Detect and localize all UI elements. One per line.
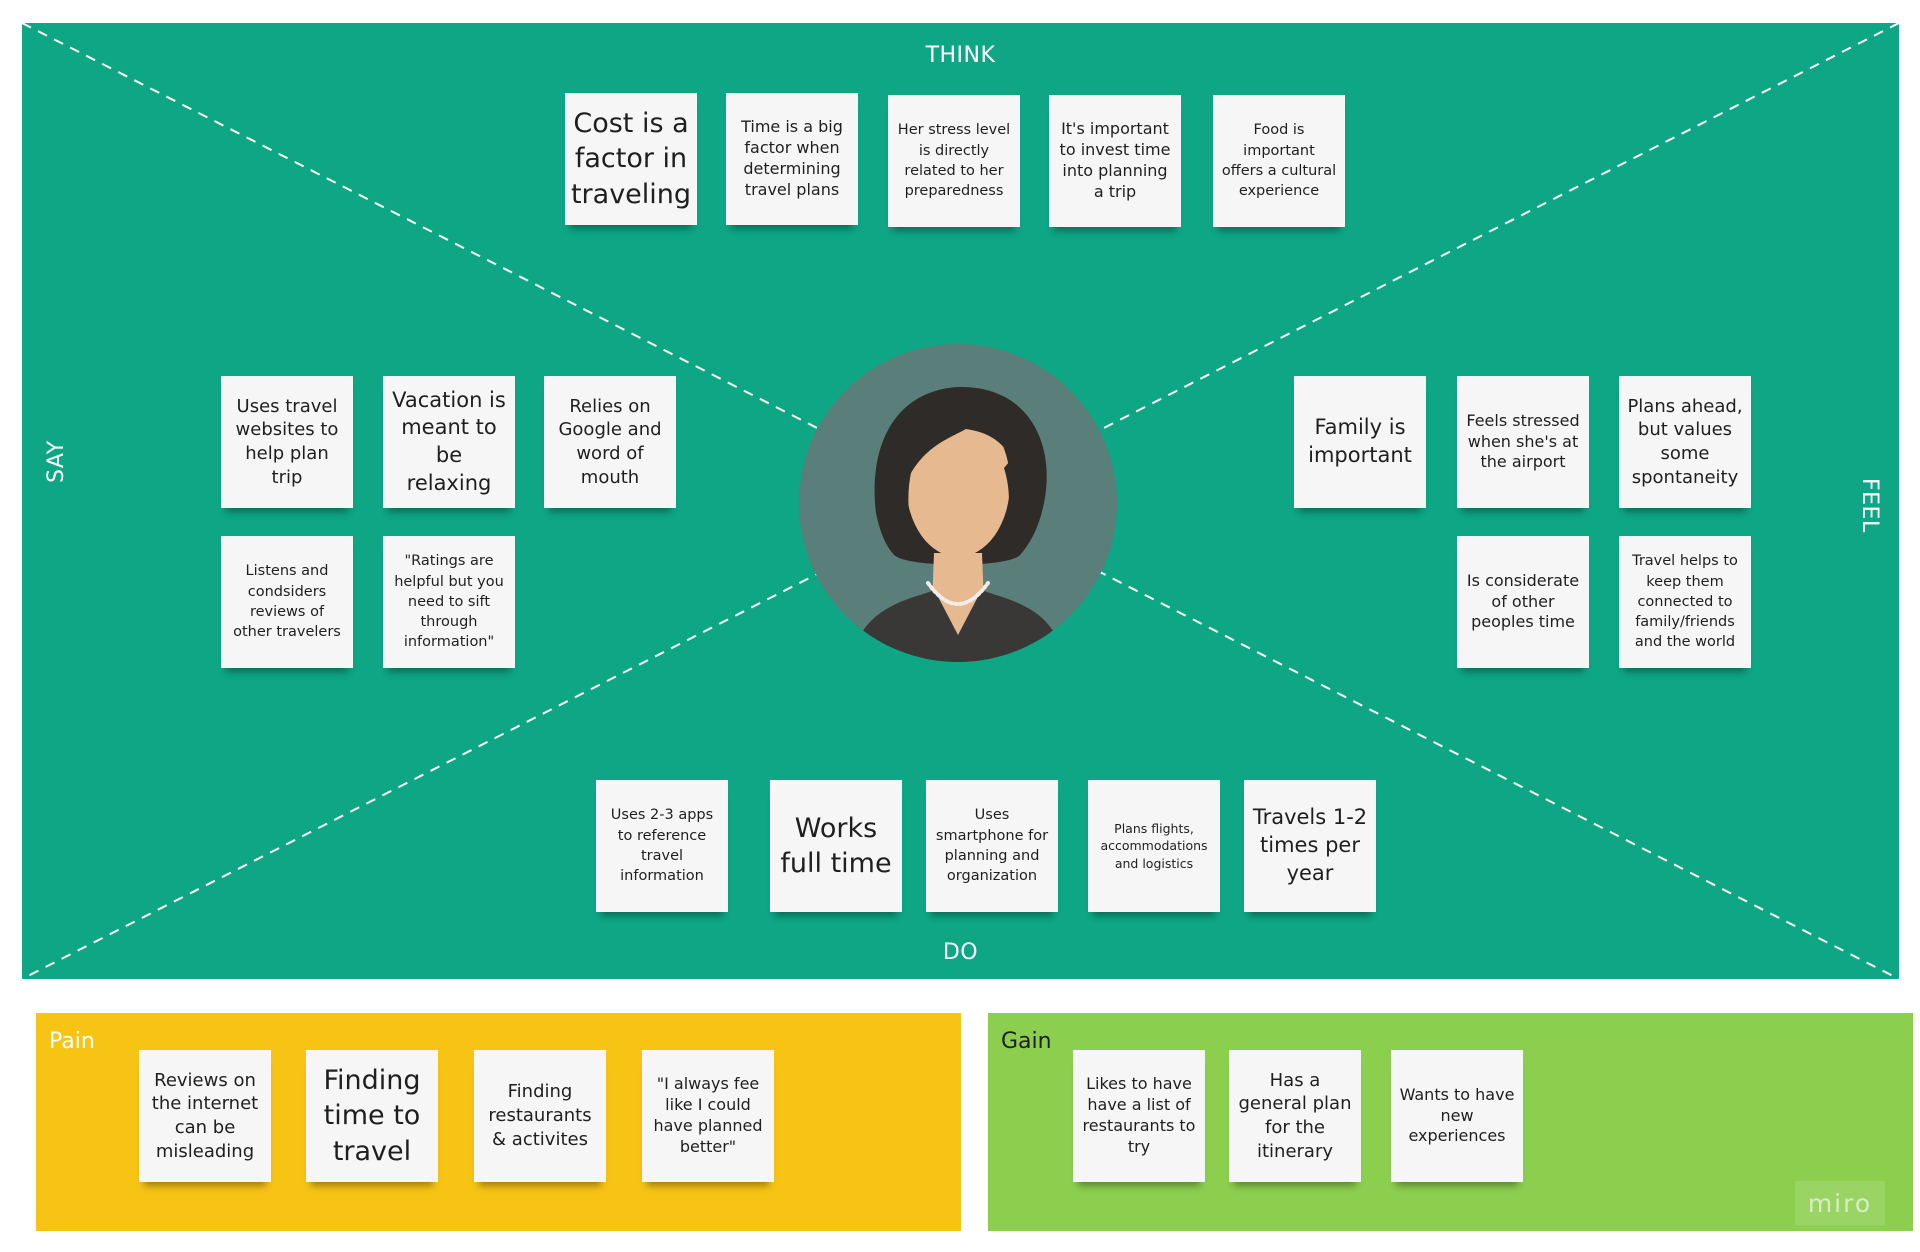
gain-panel: Gain Likes to have have a list of restau… bbox=[988, 1013, 1913, 1231]
sticky-note-think-3[interactable]: Her stress level is directly related to … bbox=[888, 95, 1020, 227]
sticky-note-do-1[interactable]: Uses 2-3 apps to reference travel inform… bbox=[596, 780, 728, 912]
sticky-note-say-1[interactable]: Uses travel websites to help plan trip bbox=[221, 376, 353, 508]
woman-avatar-icon bbox=[853, 386, 1063, 662]
sticky-note-think-2[interactable]: Time is a big factor when determining tr… bbox=[726, 93, 858, 225]
sticky-note-feel-4[interactable]: Is considerate of other peoples time bbox=[1457, 536, 1589, 668]
sticky-note-do-3[interactable]: Uses smartphone for planning and organiz… bbox=[926, 780, 1058, 912]
quadrant-label-feel: FEEL bbox=[1857, 478, 1882, 533]
sticky-note-pain-3[interactable]: Finding restaurants & activites bbox=[474, 1050, 606, 1182]
sticky-note-gain-2[interactable]: Has a general plan for the itinerary bbox=[1229, 1050, 1361, 1182]
sticky-note-gain-1[interactable]: Likes to have have a list of restaurants… bbox=[1073, 1050, 1205, 1182]
sticky-note-pain-2[interactable]: Finding time to travel bbox=[306, 1050, 438, 1182]
sticky-note-do-2[interactable]: Works full time bbox=[770, 780, 902, 912]
sticky-note-do-4[interactable]: Plans flights, accommodations and logist… bbox=[1088, 780, 1220, 912]
sticky-note-think-5[interactable]: Food is important offers a cultural expe… bbox=[1213, 95, 1345, 227]
sticky-note-pain-1[interactable]: Reviews on the internet can be misleadin… bbox=[139, 1050, 271, 1182]
sticky-note-say-4[interactable]: Listens and condsiders reviews of other … bbox=[221, 536, 353, 668]
sticky-note-feel-1[interactable]: Family is important bbox=[1294, 376, 1426, 508]
gain-panel-title: Gain bbox=[1001, 1029, 1052, 1054]
empathy-map-board: THINK DO SAY FEEL Cost is a factor in tr… bbox=[22, 23, 1899, 979]
quadrant-label-think: THINK bbox=[925, 43, 996, 68]
sticky-note-say-5[interactable]: "Ratings are helpful but you need to sif… bbox=[383, 536, 515, 668]
quadrant-label-say: SAY bbox=[44, 440, 69, 483]
sticky-note-feel-2[interactable]: Feels stressed when she's at the airport bbox=[1457, 376, 1589, 508]
persona-avatar bbox=[799, 344, 1117, 662]
quadrant-label-do: DO bbox=[942, 940, 979, 965]
sticky-note-say-2[interactable]: Vacation is meant to be relaxing bbox=[383, 376, 515, 508]
sticky-note-think-4[interactable]: It's important to invest time into plann… bbox=[1049, 95, 1181, 227]
pain-panel-title: Pain bbox=[49, 1029, 95, 1054]
sticky-note-feel-5[interactable]: Travel helps to keep them connected to f… bbox=[1619, 536, 1751, 668]
pain-panel: Pain Reviews on the internet can be misl… bbox=[36, 1013, 961, 1231]
sticky-note-think-1[interactable]: Cost is a factor in traveling bbox=[565, 93, 697, 225]
sticky-note-pain-4[interactable]: "I always fee like I could have planned … bbox=[642, 1050, 774, 1182]
miro-logo: miro bbox=[1795, 1181, 1885, 1225]
sticky-note-say-3[interactable]: Relies on Google and word of mouth bbox=[544, 376, 676, 508]
sticky-note-feel-3[interactable]: Plans ahead, but values some spontaneity bbox=[1619, 376, 1751, 508]
sticky-note-gain-3[interactable]: Wants to have new experiences bbox=[1391, 1050, 1523, 1182]
sticky-note-do-5[interactable]: Travels 1-2 times per year bbox=[1244, 780, 1376, 912]
